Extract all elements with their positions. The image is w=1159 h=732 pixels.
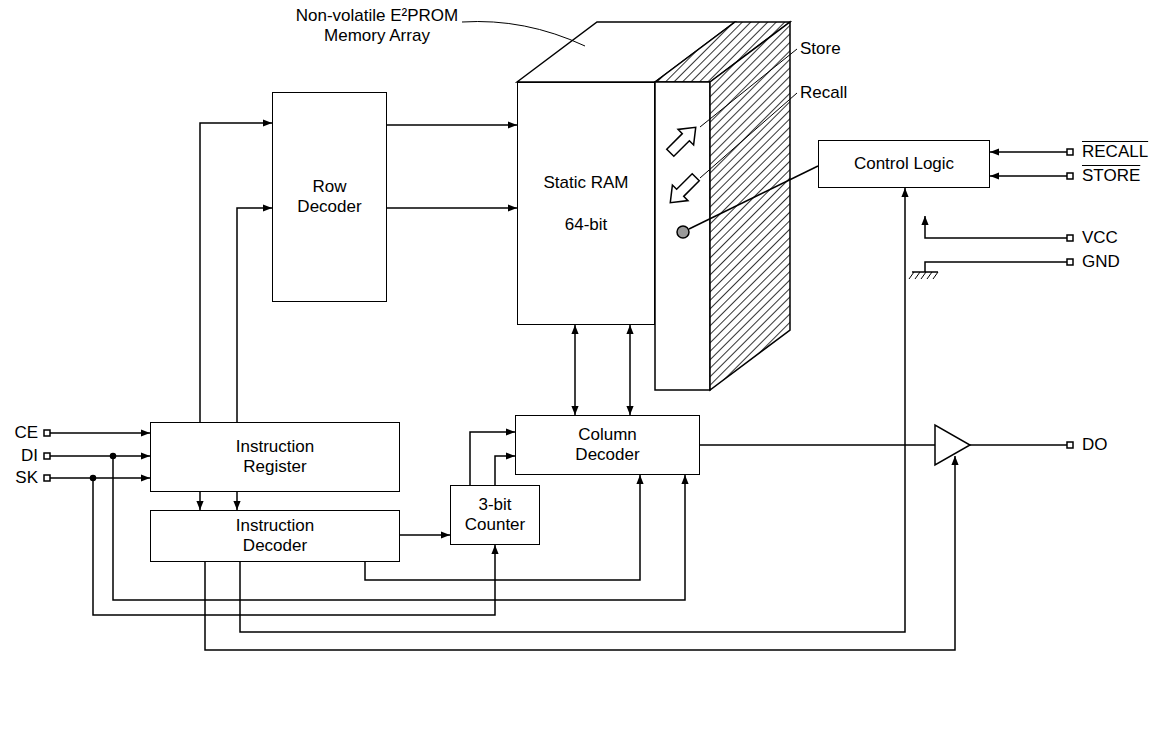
signal-wire	[990, 175, 1067, 177]
connector-arrow	[365, 475, 640, 580]
box-label: 64-bit	[565, 215, 608, 235]
leader-line	[700, 49, 797, 127]
pin-terminal	[1067, 442, 1073, 448]
pin-terminal	[44, 430, 50, 436]
connector-arrow	[236, 492, 238, 510]
connector-arrow	[199, 492, 201, 510]
callout-label: Recall	[800, 83, 847, 103]
box-label: Column Decoder	[558, 425, 658, 465]
connector-arrow	[387, 124, 517, 126]
decoder-box: Instruction Decoder	[150, 510, 400, 562]
connector-arrow	[629, 325, 631, 415]
leader-line	[462, 22, 585, 47]
callout-label: Non-volatile E²PROM Memory Array	[288, 6, 466, 46]
control-dot	[677, 226, 689, 238]
pin-terminal	[1067, 259, 1073, 265]
pin-terminal	[44, 453, 50, 459]
connector-arrow	[387, 207, 517, 209]
ground-wire	[925, 262, 1067, 272]
decoder-box: Row Decoder	[272, 92, 387, 302]
memory-box: Static RAM 64-bit	[517, 82, 655, 325]
pin-terminal	[1067, 235, 1073, 241]
connector-arrow	[400, 534, 450, 536]
ground-symbol	[912, 271, 938, 273]
output-buffer	[935, 425, 970, 465]
eeprom-front-face	[655, 82, 710, 390]
signal-wire	[700, 444, 935, 446]
box-label: Instruction Register	[220, 437, 330, 477]
pin-terminal	[44, 475, 50, 481]
leader-line	[700, 93, 797, 178]
signal-wire	[50, 455, 150, 457]
connector-arrow	[574, 325, 576, 415]
signal-wire	[93, 478, 495, 615]
signal-wire	[50, 477, 150, 479]
connector-arrow	[200, 123, 272, 422]
pin-name: SK	[6, 468, 38, 488]
pin-name: DI	[6, 446, 38, 466]
store-arrow	[662, 119, 703, 160]
logic-box: Control Logic	[818, 140, 990, 188]
signal-wire	[990, 151, 1067, 153]
decoder-box: Column Decoder	[515, 415, 700, 475]
pin-name: STORE	[1082, 166, 1140, 186]
box-label: 3-bit Counter	[458, 495, 533, 535]
box-label: Control Logic	[854, 154, 954, 174]
control-wire	[689, 166, 818, 229]
connector-arrow	[237, 208, 272, 422]
connector-arrow	[495, 456, 515, 485]
register-box: Instruction Register	[150, 422, 400, 492]
pin-name: RECALL	[1082, 142, 1148, 162]
recall-arrow	[662, 169, 703, 210]
eeprom-side-face	[710, 22, 790, 390]
power-symbol	[925, 216, 1067, 238]
box-label: Instruction Decoder	[220, 516, 330, 556]
pin-name: VCC	[1082, 228, 1118, 248]
pin-name: DO	[1082, 435, 1108, 455]
signal-wire	[970, 444, 1067, 446]
pin-terminal	[1067, 149, 1073, 155]
ground-symbol	[909, 272, 938, 279]
pin-terminal	[1067, 173, 1073, 179]
connector-arrow	[470, 432, 515, 485]
box-label: Static RAM	[543, 173, 628, 193]
box-label: Row Decoder	[290, 177, 370, 217]
signal-wire	[50, 432, 150, 434]
pin-name: GND	[1082, 252, 1120, 272]
counter-box: 3-bit Counter	[450, 485, 540, 545]
callout-label: Store	[800, 39, 841, 59]
pin-name: CE	[6, 423, 38, 443]
